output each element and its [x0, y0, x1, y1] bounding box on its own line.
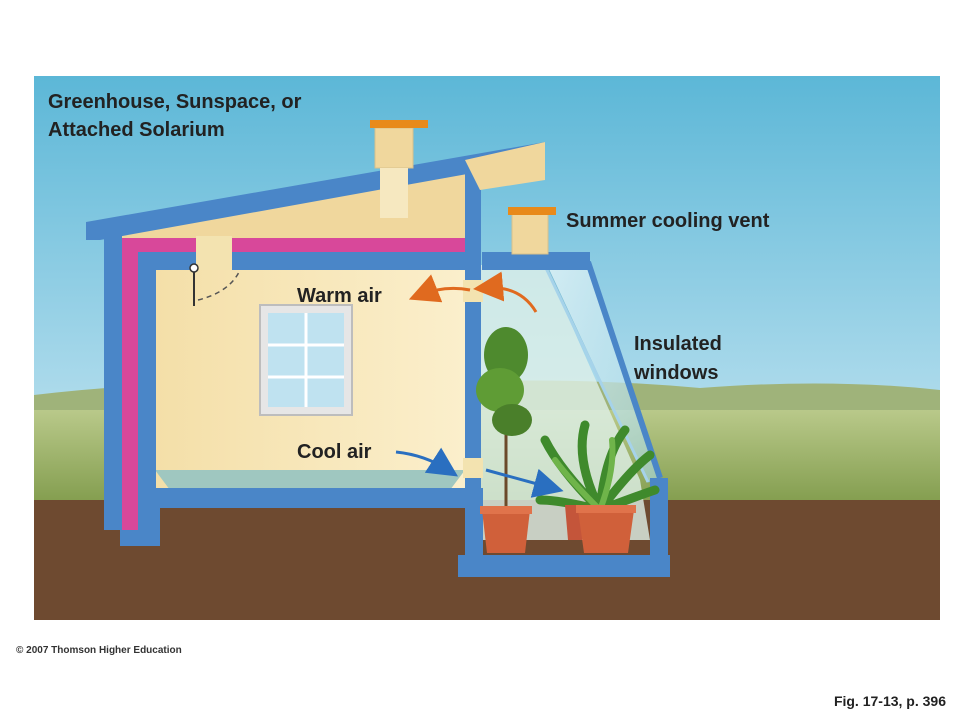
warm-air-label: Warm air: [297, 285, 382, 307]
middle-wall-lower-opening: [463, 458, 483, 478]
sunspace-roof: [482, 252, 590, 270]
main-roof: [86, 142, 545, 240]
sunspace-front-wall: [650, 478, 668, 570]
diagram-title-line2: Attached Solarium: [48, 119, 225, 141]
cool-air-label: Cool air: [297, 441, 372, 463]
cool-air-arrow-sunspace: [485, 468, 564, 498]
roof-vent-chimney: [374, 127, 414, 169]
interior-floor: [155, 470, 465, 490]
warm-air-arrow: [408, 274, 471, 303]
insulated-windows-label-line2: windows: [634, 362, 719, 384]
summer-vent-chimney: [511, 213, 549, 255]
sunspace-floor: [458, 555, 670, 577]
damper-swing: [197, 269, 241, 301]
roof-vent-shaft: [380, 168, 408, 218]
damper-hinge: [189, 263, 199, 273]
upper-roof: [465, 142, 545, 190]
floor-slab: [120, 488, 480, 508]
summer-cooling-vent-label: Summer cooling vent: [566, 210, 770, 232]
middle-wall: [465, 160, 481, 488]
cool-air-arrow: [395, 447, 459, 477]
potted-tree: [476, 327, 532, 553]
foundation-footing: [120, 530, 160, 546]
potted-fern: [535, 420, 660, 553]
copyright-notice: © 2007 Thomson Higher Education: [16, 645, 182, 656]
window-frame-inner: [544, 267, 650, 483]
left-wall-inner: [138, 250, 156, 490]
roof-vent-cap: [370, 120, 428, 128]
summer-vent-cap: [508, 207, 556, 215]
figure-caption: Fig. 17-13, p. 396: [833, 693, 946, 709]
ceiling-frame: [138, 252, 468, 270]
insulated-windows-label-line1: Insulated: [634, 333, 722, 355]
middle-wall-upper-opening: [463, 280, 483, 302]
ceiling-insulation: [122, 238, 467, 252]
left-wall-outer: [104, 230, 122, 530]
ceiling-vent-opening: [196, 236, 232, 270]
window-frame-outer: [585, 261, 663, 479]
warm-air-arrow-sunspace: [473, 271, 538, 313]
sunspace-foundation: [465, 488, 483, 570]
diagram-title-line1: Greenhouse, Sunspace, or: [48, 91, 302, 113]
left-wall-insulation: [122, 238, 138, 530]
